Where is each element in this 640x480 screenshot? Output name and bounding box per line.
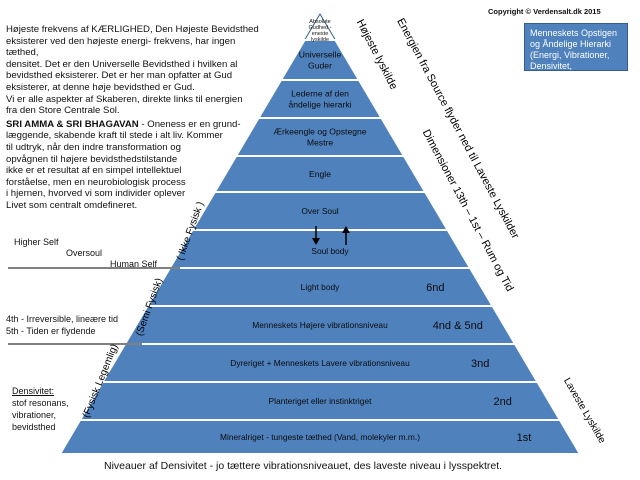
sri-line: læggende, skabende kraft til stede i alt… (6, 130, 223, 142)
pyramid-level-label: Light body (301, 282, 340, 292)
human-self-label: Human Self (110, 259, 158, 269)
intro-paragraph: Højeste frekvens af KÆRLIGHED, Den Højes… (6, 24, 264, 117)
intro-text-block: Højeste frekvens af KÆRLIGHED, Den Højes… (6, 24, 264, 214)
pyramid-level-label: Mineralriget - tungeste tæthed (Vand, mo… (220, 432, 420, 442)
pyramid-level-label: eneste (312, 31, 329, 37)
intro-line: bevidsthed eksisterer. Det er her man op… (6, 70, 233, 82)
hojeste-lyskilde-label: Højeste lyskilde (354, 18, 400, 92)
dimension-label: 2nd (494, 396, 512, 408)
footer-caption: Niveauer af Densivitet - jo tættere vibr… (104, 460, 503, 472)
down-arrow-head-icon (312, 238, 320, 245)
sri-line: forståelse, men en neurobiologisk proces… (6, 176, 186, 188)
sri-line: ikke er et resultat af en simpel intelle… (6, 165, 182, 177)
pyramid-level-band (58, 419, 582, 455)
pyramid-level-label: Planteriget eller instinktriget (269, 396, 373, 406)
oversoul-label: Oversoul (66, 248, 103, 258)
pyramid-level-label: Engle (309, 169, 331, 179)
higher-self-label: Higher Self (14, 237, 59, 247)
time-4th-label: 4th - Irreversible, lineære tid (6, 314, 119, 324)
sri-line: til udtryk, når den indre transformation… (6, 141, 181, 153)
dimension-label: 1st (517, 432, 532, 444)
pyramid-level-label: Mestre (307, 138, 333, 148)
sri-line: opvågnen til højere bevidsthedstilstande (6, 153, 178, 165)
intro-line: Vi er alle aspekter af Skaberen, direkte… (6, 93, 243, 105)
intro-line: fra den Store Centrale Sol. (6, 105, 120, 117)
sri-paragraph: SRI AMMA & SRI BHAGAVAN - Oneness er en … (6, 119, 264, 212)
pyramid-level-label: Gudhed - (309, 25, 332, 31)
dimension-label: 3nd (471, 358, 489, 370)
density-line: stof resonans, (12, 398, 69, 408)
intro-line: Højeste frekvens af KÆRLIGHED, Den Højes… (6, 24, 259, 35)
intro-line: eksisterer, at denne høje bevidsthed er … (6, 81, 195, 93)
copyright: Copyright © Verdensalt.dk 2015 (488, 7, 601, 16)
hierarchy-info-box: Menneskets Opstigen og Åndelige Hierarki… (524, 23, 628, 82)
intro-line: densitet. Det er den Universelle Bevidst… (6, 58, 238, 70)
density-line: bevidsthed (12, 422, 56, 432)
pyramid-level-label: åndelige hierarki (288, 100, 351, 110)
density-title: Densivitet: (12, 386, 55, 396)
sri-title: SRI AMMA & SRI BHAGAVAN (6, 118, 139, 130)
pyramid-level-label: Universelle (299, 50, 342, 60)
pyramid-level-label: Over Soul (301, 206, 338, 216)
sri-line: i hjernen, hvorved vi som individer ople… (6, 188, 186, 200)
pyramid-level-label: Ærkeengle og Opstegne (273, 127, 366, 137)
pyramid-level-label: Dyreriget + Menneskets Lavere vibrations… (230, 358, 410, 368)
up-arrow-head-icon (342, 226, 350, 233)
pyramid-level-label: Absolute (309, 19, 330, 25)
pyramid-level-label: lyskilde (311, 37, 329, 43)
pyramid-level-label: Guder (308, 61, 332, 71)
pyramid-level-label: Menneskets Højere vibrationsniveau (252, 320, 388, 330)
density-line: vibrationer, (12, 410, 57, 420)
pyramid-level-label: Soul body (311, 246, 349, 256)
dimension-label: 6nd (426, 282, 444, 294)
pyramid-level-label: Lederne af den (291, 89, 349, 99)
dimension-label: 4nd & 5nd (433, 320, 483, 332)
sri-line: - Oneness er en grund- (138, 118, 241, 130)
pyramid-bands (58, 13, 582, 455)
intro-line: eksisterer ved den højeste energi- frekv… (6, 35, 236, 59)
sri-line: Livet som centralt omdefineret. (6, 199, 138, 211)
time-5th-label: 5th - Tiden er flydende (6, 326, 96, 336)
